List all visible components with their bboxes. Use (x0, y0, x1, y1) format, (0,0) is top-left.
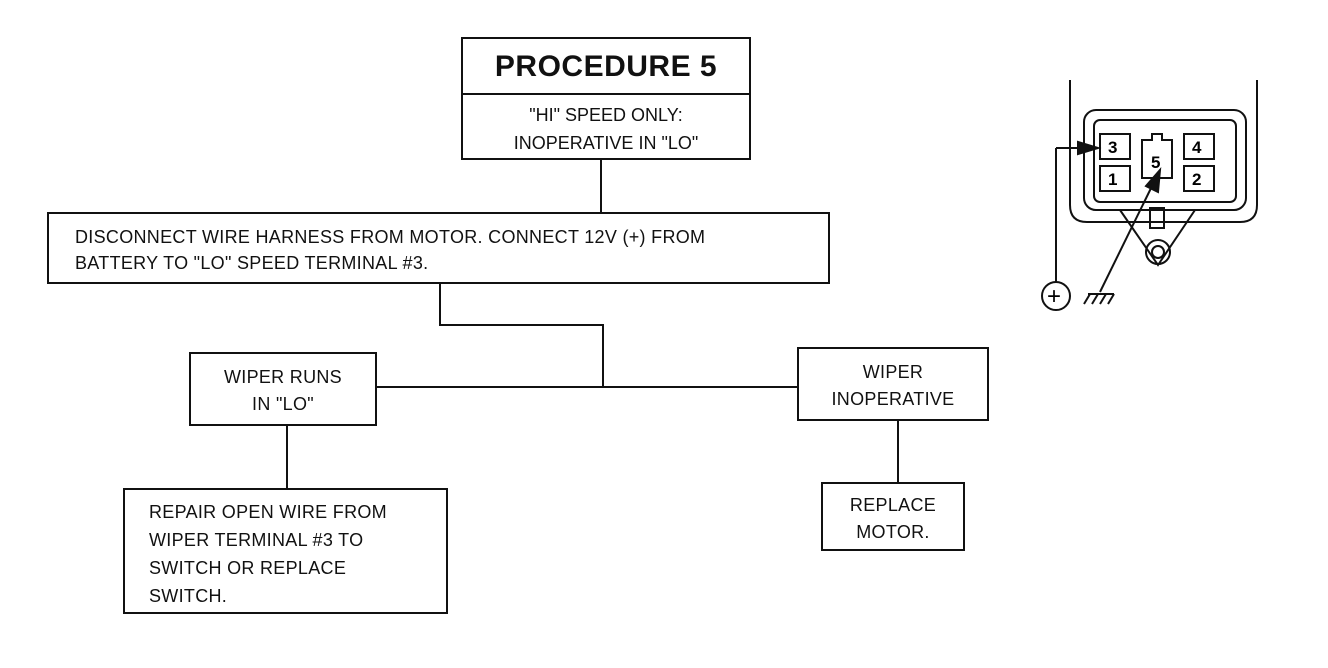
replace-line-1: REPLACE (849, 495, 937, 515)
connector-line-step-down (439, 282, 441, 326)
pin-2-box (1183, 165, 1215, 192)
connector-line-branch-horizontal (376, 386, 798, 388)
pin-5-label: 5 (1151, 153, 1160, 172)
step-line-2: BATTERY TO "LO" SPEED TERMINAL #3. (75, 253, 429, 273)
symptom-line-1: "HI" SPEED ONLY: (529, 105, 683, 125)
pin-4-label: 4 (1192, 138, 1202, 157)
replace-line-2: MOTOR. (856, 522, 930, 542)
step-instruction-box: DISCONNECT WIRE HARNESS FROM MOTOR. CONN… (47, 212, 830, 284)
repair-line-3: SWITCH OR REPLACE (149, 558, 347, 578)
pin-2-label: 2 (1192, 170, 1201, 189)
connector-line-branch-vertical (602, 324, 604, 387)
step-line-1: DISCONNECT WIRE HARNESS FROM MOTOR. CONN… (75, 227, 706, 247)
pin-1-label: 1 (1108, 170, 1117, 189)
connector-line-inoperative-to-replace (897, 420, 899, 484)
pin-1-box (1099, 165, 1131, 192)
result-inoperative-box: WIPER INOPERATIVE (797, 347, 989, 421)
battery-positive-icon (1041, 281, 1071, 311)
procedure-symptom: "HI" SPEED ONLY: INOPERATIVE IN "LO" (463, 95, 749, 157)
battery-symbol: + (1047, 283, 1061, 310)
action-repair-box: REPAIR OPEN WIRE FROM WIPER TERMINAL #3 … (123, 488, 448, 614)
inoperative-line-2: INOPERATIVE (831, 389, 955, 409)
action-replace-box: REPLACE MOTOR. (821, 482, 965, 551)
repair-line-2: WIPER TERMINAL #3 TO (149, 530, 364, 550)
procedure-title: PROCEDURE 5 (463, 39, 749, 95)
connector-illustration: 3 5 4 1 2 + (1041, 80, 1258, 311)
inoperative-line-1: WIPER (862, 362, 924, 382)
result-runs-box: WIPER RUNS IN "LO" (189, 352, 377, 426)
connector-line-runs-to-repair (286, 424, 288, 490)
runs-line-2: IN "LO" (252, 394, 314, 414)
procedure-box: PROCEDURE 5 "HI" SPEED ONLY: INOPERATIVE… (461, 37, 751, 160)
pin-4-box (1183, 133, 1215, 160)
symptom-line-2: INOPERATIVE IN "LO" (513, 133, 699, 153)
repair-line-4: SWITCH. (149, 586, 228, 606)
connector-line-procedure-to-step (600, 158, 602, 214)
connector-line-step-horizontal (439, 324, 604, 326)
runs-line-1: WIPER RUNS (223, 367, 342, 387)
pin-3-box (1099, 133, 1131, 160)
repair-line-1: REPAIR OPEN WIRE FROM (149, 502, 387, 522)
pin-3-label: 3 (1108, 138, 1117, 157)
